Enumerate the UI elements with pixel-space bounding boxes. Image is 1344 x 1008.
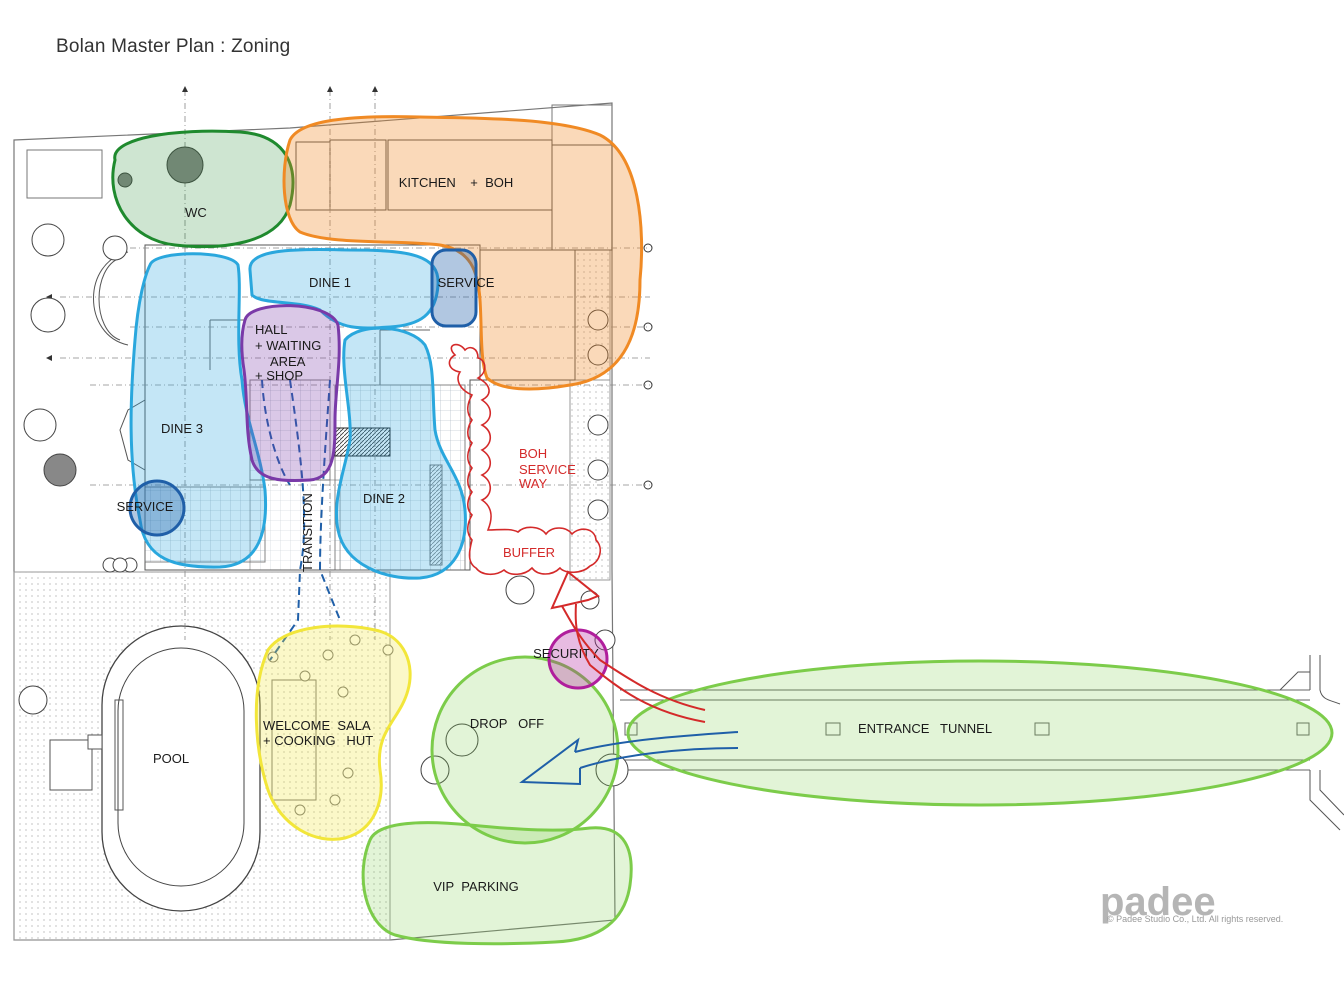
welcome-label-2: + COOKING HUT	[263, 733, 373, 748]
zone-vip-parking: VIP PARKING	[361, 821, 633, 946]
wc-label: WC	[185, 205, 207, 220]
dine-2-label: DINE 2	[363, 491, 405, 506]
buffer-label: BUFFER	[503, 545, 555, 560]
dine-1-label: DINE 1	[309, 275, 351, 290]
boh-label-2: SERVICE	[519, 462, 576, 477]
page-title: Bolan Master Plan : Zoning	[56, 36, 291, 57]
transition-label: TRANSITION	[300, 493, 315, 572]
zone-entrance-tunnel: ENTRANCE TUNNEL	[626, 659, 1334, 807]
padee-logo: padee © Padee Studio Co., Ltd. All right…	[1100, 880, 1283, 924]
service-top-label: SERVICE	[438, 275, 495, 290]
zone-service-top: SERVICE	[430, 248, 495, 328]
welcome-label-1: WELCOME SALA	[263, 718, 371, 733]
zone-kitchen-boh: KITCHEN + BOH	[282, 115, 644, 391]
guest-arrow-blue	[519, 731, 739, 786]
zone-drop-off: DROP OFF	[430, 655, 620, 845]
boh-label-1: BOH	[519, 446, 547, 461]
drop-off-label: DROP OFF	[470, 716, 544, 731]
zone-welcome-sala: WELCOME SALA + COOKING HUT	[254, 624, 412, 841]
zone-wc: WC	[111, 129, 295, 249]
hall-label-2: + WAITING	[255, 338, 321, 353]
zone-hall-waiting-shop: HALL + WAITING AREA + SHOP	[240, 304, 341, 483]
entrance-tunnel-label: ENTRANCE TUNNEL	[858, 721, 992, 736]
hall-label-4: + SHOP	[255, 368, 303, 383]
hall-label-1: HALL	[255, 322, 288, 337]
zone-boh-service-way: BOH SERVICE WAY BUFFER	[448, 343, 602, 576]
kitchen-label: KITCHEN + BOH	[399, 175, 514, 190]
zone-dine-3: DINE 3	[129, 252, 268, 569]
service-left-label: SERVICE	[117, 499, 174, 514]
zone-dine-2: DINE 2	[334, 326, 467, 580]
dine-3-label: DINE 3	[161, 421, 203, 436]
zone-dine-1: DINE 1	[248, 247, 440, 330]
service-arrow-red	[550, 570, 706, 723]
copyright-text: © Padee Studio Co., Ltd. All rights rese…	[1107, 914, 1283, 924]
vip-parking-label: VIP PARKING	[433, 879, 519, 894]
boh-label-3: WAY	[519, 476, 547, 491]
logo-wordmark: padee	[1100, 880, 1216, 924]
zone-service-left: SERVICE	[117, 479, 186, 537]
pool-label: POOL	[153, 751, 189, 766]
hall-label-3: AREA	[270, 354, 306, 369]
